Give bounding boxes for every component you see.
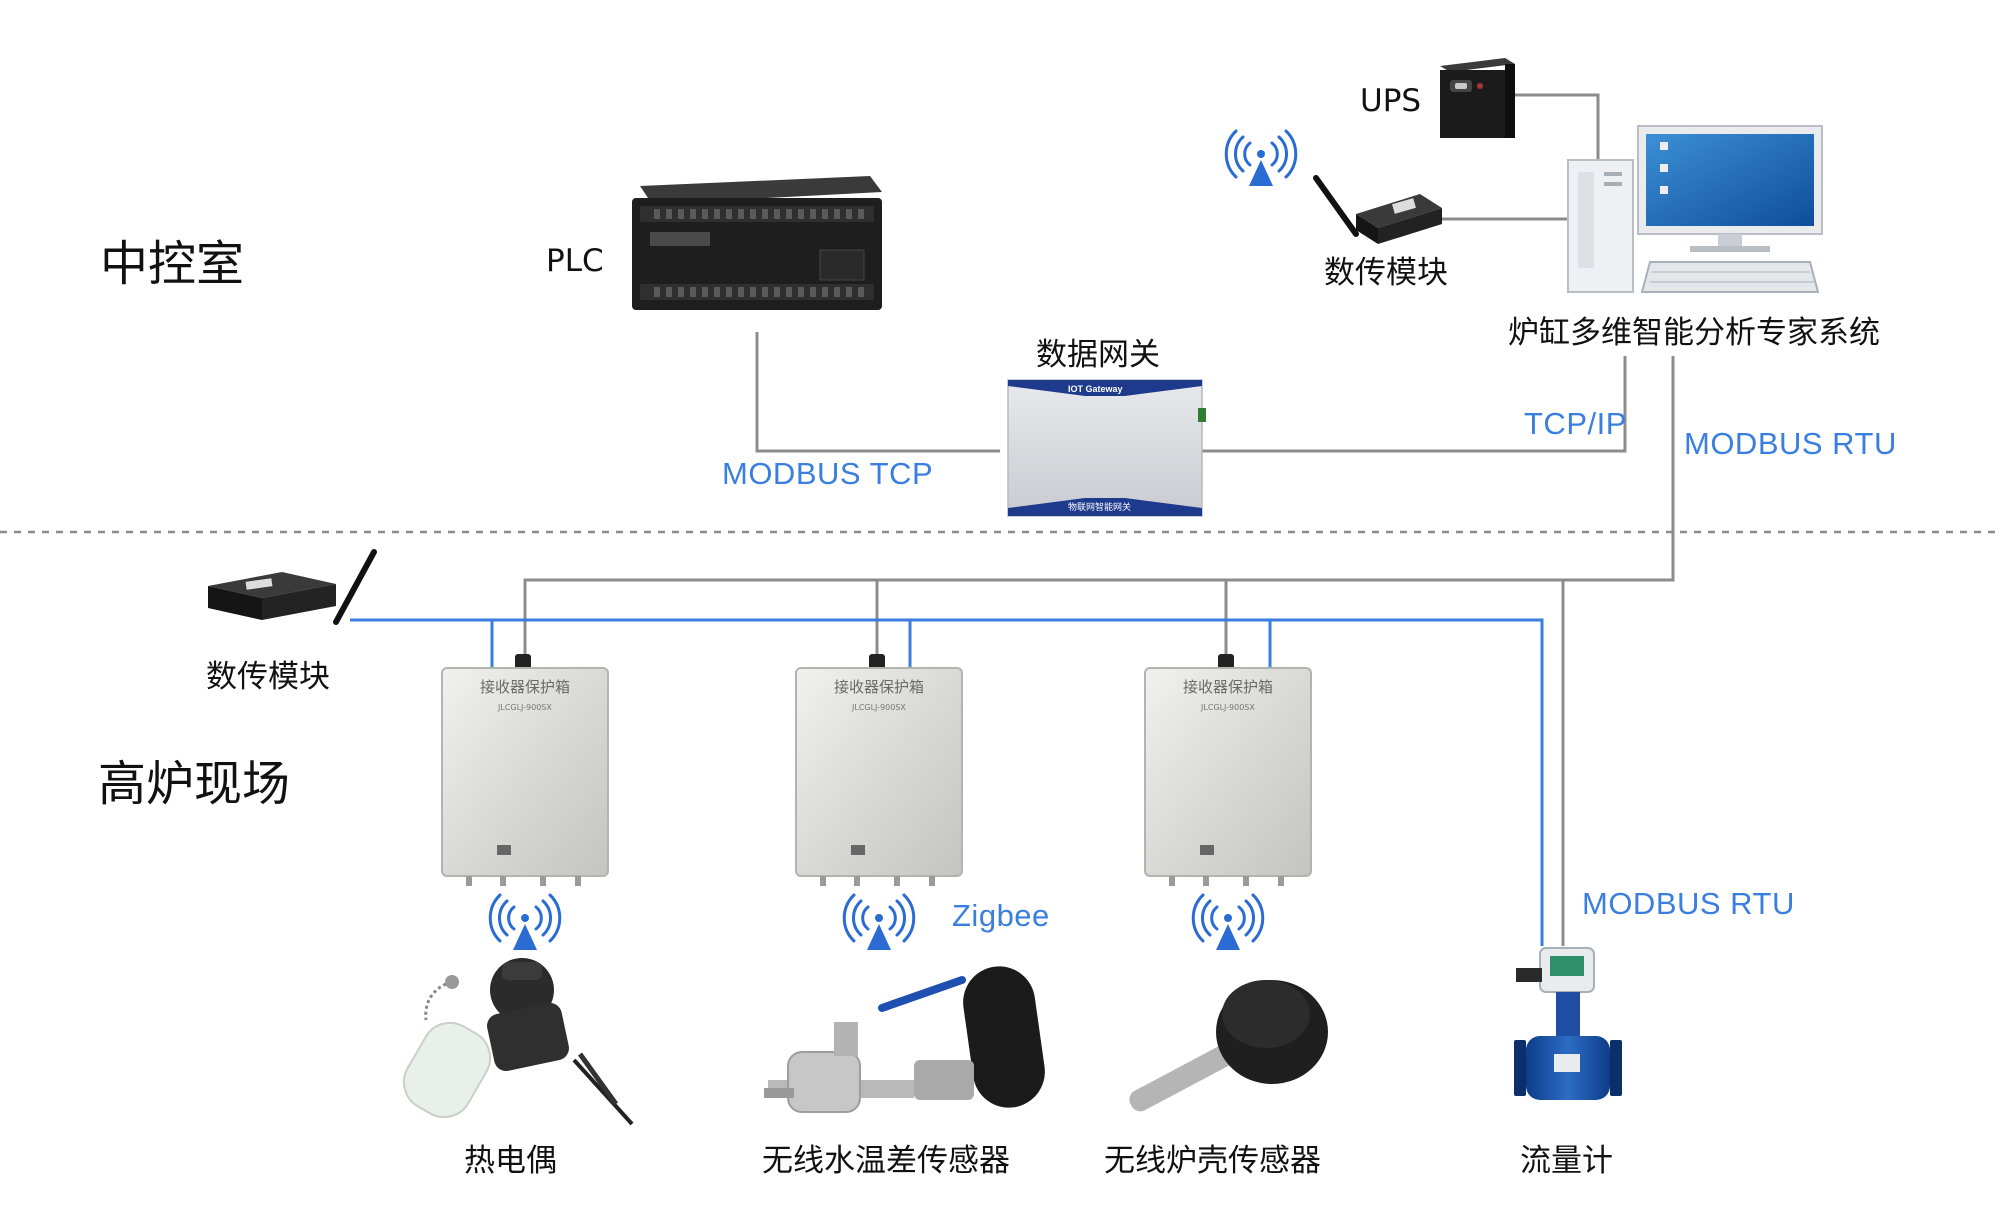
plc-label: PLC [546, 243, 604, 279]
wifi-icon [1224, 129, 1298, 186]
shell-sensor-label: 无线炉壳传感器 [1104, 1143, 1321, 1179]
computer-device [1567, 125, 1823, 293]
receiver-box-2: 接收器保护箱 JLCGLJ-900SX [795, 654, 963, 886]
ups-label: UPS [1360, 83, 1422, 119]
shell-sensor-device [1129, 980, 1328, 1112]
zone-label-control-room: 中控室 [100, 236, 245, 292]
gateway-bottom-text: 物联网智能网关 [1068, 501, 1131, 513]
receiver-box-model: JLCGLJ-900SX [497, 703, 552, 712]
water-temp-sensor-label: 无线水温差传感器 [762, 1143, 1010, 1179]
receiver-box-model: JLCGLJ-900SX [851, 703, 906, 712]
protocol-modbus-rtu-bottom: MODBUS RTU [1582, 886, 1795, 921]
plc-device [632, 176, 882, 310]
flowmeter-label: 流量计 [1520, 1143, 1613, 1179]
protocol-zigbee: Zigbee [952, 898, 1050, 933]
receiver-box-title: 接收器保护箱 [480, 678, 570, 696]
data-module-left-label: 数传模块 [206, 659, 330, 695]
iot-gateway: IOT Gateway 物联网智能网关 [1007, 379, 1206, 517]
flowmeter-device [1514, 947, 1622, 1100]
thermocouple-device [402, 958, 634, 1126]
zone-label-furnace-site: 高炉现场 [98, 756, 291, 812]
control-room-links [755, 93, 1627, 453]
modbus-rtu-bus [523, 356, 1675, 946]
wifi-icon [488, 893, 562, 950]
data-module-top-label: 数传模块 [1324, 255, 1448, 291]
water-temp-sensor-device [764, 966, 1045, 1113]
gateway-top-text: IOT Gateway [1068, 384, 1123, 394]
protocol-tcp-ip: TCP/IP [1524, 406, 1627, 441]
wireless-module-bus [350, 618, 1544, 946]
receiver-box-1: 接收器保护箱 JLCGLJ-900SX [441, 654, 609, 886]
data-module-left [208, 549, 377, 625]
receiver-box-model: JLCGLJ-900SX [1200, 703, 1255, 712]
wifi-icon [1191, 893, 1265, 950]
thermocouple-label: 热电偶 [464, 1143, 557, 1179]
protocol-modbus-rtu-top: MODBUS RTU [1684, 426, 1897, 461]
receiver-box-title: 接收器保护箱 [834, 678, 924, 696]
wifi-icon [842, 893, 916, 950]
protocol-modbus-tcp: MODBUS TCP [722, 456, 934, 491]
receiver-box-title: 接收器保护箱 [1183, 678, 1273, 696]
receiver-box-3: 接收器保护箱 JLCGLJ-900SX [1144, 654, 1312, 886]
gateway-label: 数据网关 [1036, 337, 1160, 373]
data-module-top [1313, 175, 1442, 244]
ups-device [1440, 58, 1515, 138]
expert-system-label: 炉缸多维智能分析专家系统 [1508, 315, 1880, 351]
